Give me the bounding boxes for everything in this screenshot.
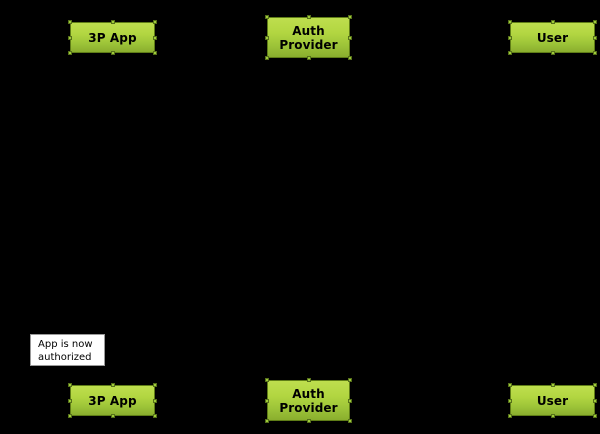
participant-box-third-party-app-bottom[interactable]: 3P App (68, 383, 157, 418)
resize-handle-top-center[interactable] (306, 15, 311, 19)
resize-handle-bottom-center[interactable] (550, 51, 555, 55)
resize-handle-bottom-left[interactable] (508, 51, 512, 55)
resize-handle-middle-left[interactable] (68, 398, 72, 403)
participant-label: User (536, 393, 569, 408)
resize-handle-bottom-left[interactable] (508, 414, 512, 418)
resize-handle-top-right[interactable] (348, 378, 352, 382)
resize-handle-top-right[interactable] (593, 383, 597, 387)
participant-label: Auth Provider (279, 386, 338, 415)
participant-label: 3P App (88, 393, 137, 408)
resize-handle-top-right[interactable] (593, 20, 597, 24)
participant-box-third-party-app-top[interactable]: 3P App (68, 20, 157, 55)
resize-handle-middle-right[interactable] (153, 398, 157, 403)
resize-handle-bottom-center[interactable] (306, 419, 311, 423)
lifeline-third-party-app (112, 53, 113, 385)
participant-label: Auth Provider (279, 23, 338, 52)
resize-handle-top-left[interactable] (68, 20, 72, 24)
resize-handle-top-center[interactable] (550, 383, 555, 387)
resize-handle-middle-left[interactable] (68, 35, 72, 40)
resize-handle-middle-left[interactable] (508, 35, 512, 40)
resize-handle-top-right[interactable] (153, 383, 157, 387)
resize-handle-bottom-right[interactable] (593, 51, 597, 55)
resize-handle-middle-right[interactable] (593, 398, 597, 403)
resize-handle-top-center[interactable] (306, 378, 311, 382)
lifeline-user (552, 53, 553, 385)
resize-handle-top-center[interactable] (110, 20, 115, 24)
resize-handle-top-center[interactable] (110, 383, 115, 387)
resize-handle-bottom-right[interactable] (153, 51, 157, 55)
participant-box-user-top[interactable]: User (508, 20, 597, 55)
resize-handle-top-center[interactable] (550, 20, 555, 24)
resize-handle-bottom-center[interactable] (550, 414, 555, 418)
participant-box-auth-provider-top[interactable]: Auth Provider (265, 15, 352, 60)
resize-handle-bottom-right[interactable] (593, 414, 597, 418)
resize-handle-bottom-left[interactable] (68, 51, 72, 55)
participant-label: User (536, 30, 569, 45)
resize-handle-top-right[interactable] (153, 20, 157, 24)
resize-handle-top-left[interactable] (265, 15, 269, 19)
resize-handle-middle-left[interactable] (265, 35, 269, 40)
resize-handle-bottom-center[interactable] (110, 414, 115, 418)
resize-handle-middle-right[interactable] (593, 35, 597, 40)
participant-box-user-bottom[interactable]: User (508, 383, 597, 418)
resize-handle-middle-left[interactable] (508, 398, 512, 403)
resize-handle-bottom-right[interactable] (348, 419, 352, 423)
resize-handle-middle-right[interactable] (348, 35, 352, 40)
resize-handle-bottom-left[interactable] (265, 56, 269, 60)
app-authorized-note[interactable]: App is now authorized (30, 334, 105, 366)
resize-handle-top-left[interactable] (68, 383, 72, 387)
resize-handle-bottom-center[interactable] (306, 56, 311, 60)
resize-handle-top-left[interactable] (508, 383, 512, 387)
resize-handle-middle-left[interactable] (265, 398, 269, 403)
participant-label: 3P App (88, 30, 137, 45)
resize-handle-bottom-right[interactable] (153, 414, 157, 418)
lifeline-auth-provider (308, 58, 309, 380)
resize-handle-middle-right[interactable] (348, 398, 352, 403)
resize-handle-bottom-left[interactable] (68, 414, 72, 418)
resize-handle-bottom-center[interactable] (110, 51, 115, 55)
resize-handle-top-right[interactable] (348, 15, 352, 19)
resize-handle-top-left[interactable] (508, 20, 512, 24)
resize-handle-top-left[interactable] (265, 378, 269, 382)
resize-handle-bottom-left[interactable] (265, 419, 269, 423)
resize-handle-bottom-right[interactable] (348, 56, 352, 60)
resize-handle-middle-right[interactable] (153, 35, 157, 40)
participant-box-auth-provider-bottom[interactable]: Auth Provider (265, 378, 352, 423)
